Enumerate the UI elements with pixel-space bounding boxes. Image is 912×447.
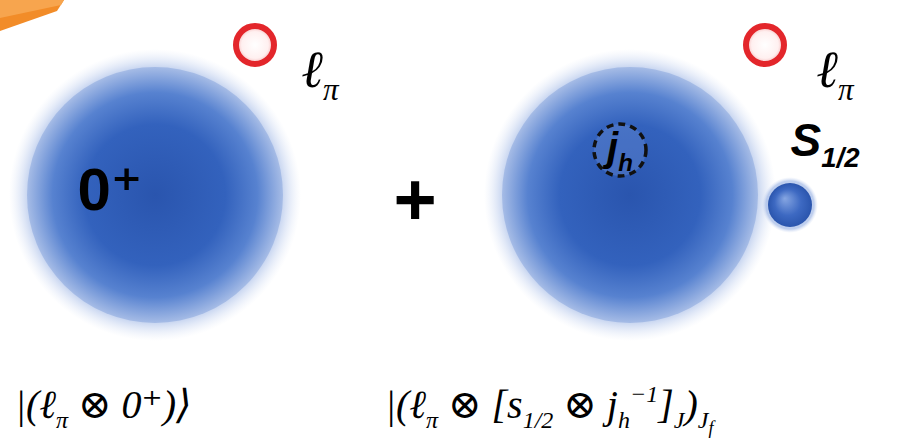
ring-circle (746, 26, 784, 64)
script-part: f (708, 418, 713, 438)
shape-outline (502, 67, 758, 323)
script-part: π (838, 72, 854, 107)
shape-outline (233, 23, 277, 67)
text-part: 0⁺ (77, 156, 142, 223)
sphere-glow (484, 49, 776, 341)
node-label: 0⁺ (77, 157, 142, 223)
node-label: ℓπ (816, 41, 853, 98)
text-part: S (790, 114, 821, 166)
script-part: −1 (630, 381, 658, 407)
script-part: h (618, 149, 633, 176)
text-part: ) (684, 382, 697, 427)
sphere-body (502, 67, 758, 323)
node-label: ℓπ (301, 41, 338, 98)
state-formula: |(ℓπ ⊗ 0⁺)⟩ (15, 383, 192, 427)
text-part: ⊗ j (553, 382, 618, 427)
text-part: + (393, 158, 436, 241)
text-part: ℓ (301, 41, 323, 98)
label-holder: |(ℓπ ⊗ [s1/2 ⊗ jh−1]J)Jf (385, 383, 713, 427)
dashed-circle (594, 124, 646, 176)
script-part: π (426, 407, 438, 433)
sphere-glow (9, 49, 301, 341)
text-part: ] (658, 382, 674, 427)
shape-outline (743, 23, 787, 67)
text-part: |(ℓ (15, 382, 56, 427)
neutron-hole: jh (592, 122, 648, 178)
script-part: 1/2 (821, 142, 859, 173)
corner-badge (0, 0, 64, 31)
proton-orbital: ℓπ (743, 23, 787, 67)
proton-orbital: ℓπ (233, 23, 277, 67)
nucleus-sphere: 0⁺ (27, 67, 283, 323)
text-part: ⊗ [s (438, 382, 523, 427)
label-holder: |(ℓπ ⊗ 0⁺)⟩ (15, 383, 192, 427)
node-label: S1/2 (790, 115, 859, 166)
script-part: J (698, 407, 709, 433)
nucleus-sphere: jh (502, 67, 758, 323)
text-part: ℓ (816, 41, 838, 98)
sphere-body (768, 183, 812, 227)
text-part: j (607, 125, 618, 169)
sphere-body (27, 67, 283, 323)
script-part: π (323, 72, 339, 107)
text-part: ⊗ 0⁺)⟩ (68, 382, 192, 427)
script-part: J (674, 407, 685, 433)
ring-circle (236, 26, 274, 64)
corner-badge-highlight (0, 0, 64, 18)
script-part: π (56, 407, 68, 433)
neutron-sphere: S1/2 (768, 183, 812, 227)
script-part: h (618, 407, 630, 433)
shape-outline (27, 67, 283, 323)
sphere-glow (762, 177, 818, 233)
node-label: jh (607, 125, 633, 169)
script-part: 1/2 (523, 407, 554, 433)
plus-sign: + (393, 159, 436, 240)
shape-outline (768, 183, 812, 227)
text-part: |(ℓ (385, 382, 426, 427)
label-holder: + (393, 159, 436, 240)
state-formula: |(ℓπ ⊗ [s1/2 ⊗ jh−1]J)Jf (385, 383, 713, 427)
